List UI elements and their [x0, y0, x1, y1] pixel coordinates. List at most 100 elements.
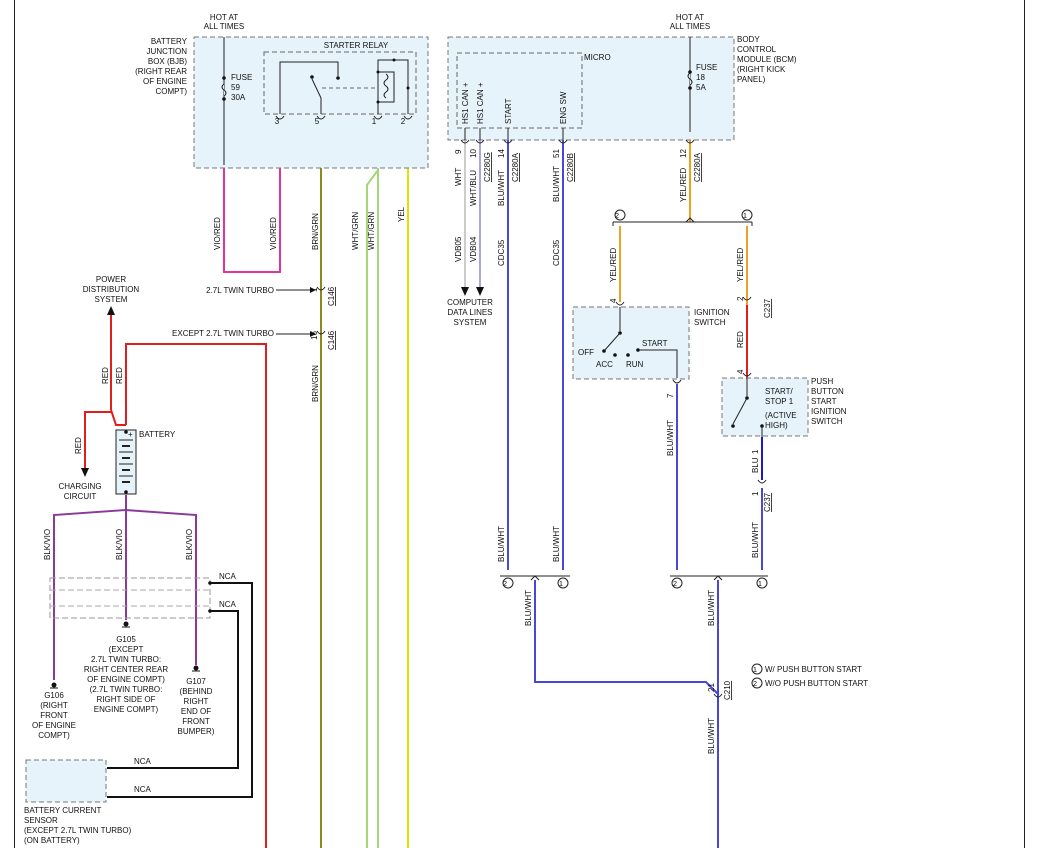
wire-label-brn-grn-2: BRN/GRN	[311, 365, 320, 402]
c146-pin-1: 1	[310, 287, 319, 292]
bjb-label-1: JUNCTION	[147, 47, 188, 56]
g107-1: (BEHIND	[180, 687, 213, 696]
g105-7: ENGINE COMPT)	[94, 705, 159, 714]
wire-label-blu-wht-lower-1: BLU/WHT	[497, 526, 506, 562]
circuit-vdb04: VDB04	[469, 236, 478, 262]
g105-1: (EXCEPT	[109, 645, 144, 654]
legend-1: W/ PUSH BUTTON START	[765, 665, 862, 674]
wire-nca-1	[107, 582, 253, 798]
bcm-fuse-0: FUSE	[696, 63, 717, 72]
micro-label: MICRO	[584, 53, 611, 62]
g105-6: RIGHT SIDE OF	[97, 695, 156, 704]
g105-2: 2.7L TWIN TURBO:	[91, 655, 161, 664]
ign-pin-7: 7	[666, 393, 675, 398]
conn-c146-b: C146	[327, 330, 336, 350]
marker-2-a: 2	[503, 579, 507, 588]
wire-label-red-push: RED	[736, 331, 745, 348]
wire-label-blu-wht-14: BLU/WHT	[497, 170, 506, 206]
push-pin-4: 4	[736, 369, 745, 374]
cdl-2: SYSTEM	[454, 318, 487, 327]
wire-label-yel-red-12: YEL/RED	[679, 168, 688, 202]
g107-4: FRONT	[182, 717, 210, 726]
bcm-signal-eng-sw: ENG SW	[559, 91, 568, 124]
lower-splices	[500, 575, 768, 698]
g106-4: COMPT)	[38, 731, 70, 740]
nca-2: NCA	[219, 600, 237, 609]
wire-label-blu-wht-ign: BLU/WHT	[666, 420, 675, 456]
conn-c210: C210	[723, 680, 732, 700]
wire-label-vio-red-2: VIO/RED	[269, 217, 278, 250]
g105-5: (2.7L TWIN TURBO:	[90, 685, 163, 694]
grounds	[50, 621, 200, 689]
marker-2-b: 2	[673, 579, 677, 588]
pds-2: SYSTEM	[95, 295, 128, 304]
legend-marker-1: 1	[753, 665, 757, 674]
g105-0: G105	[116, 635, 136, 644]
push-switch-0: PUSH	[811, 377, 833, 386]
conn-c2280g: C2280G	[483, 152, 492, 182]
bcm-label-2: MODULE (BCM)	[737, 55, 797, 64]
relay-pin-3: 3	[275, 117, 280, 126]
g106-2: FRONT	[40, 711, 68, 720]
bcm-label-4: PANEL)	[737, 75, 766, 84]
bcm-pin-10: 10	[469, 149, 478, 158]
yel-red-splice	[612, 209, 753, 226]
marker-1-b: 1	[758, 579, 762, 588]
bjb-fuse-2: 30A	[231, 93, 246, 102]
circuit-cdc35-b: CDC35	[552, 239, 561, 266]
wire-nca-2	[107, 610, 239, 769]
wire-label-blk-vio-1: BLK/VIO	[43, 529, 52, 560]
bjb-label-0: BATTERY	[151, 37, 188, 46]
label-except-twin-turbo: EXCEPT 2.7L TWIN TURBO	[172, 329, 274, 338]
pds-0: POWER	[96, 275, 126, 284]
battery-junction-box	[193, 36, 429, 169]
wire-red-bat	[110, 409, 126, 426]
relay-pin-1: 1	[372, 117, 377, 126]
bcm-label-1: CONTROL	[737, 45, 777, 54]
ign-acc: ACC	[596, 360, 613, 369]
hot-at-label-1a: HOT AT	[210, 13, 238, 22]
wire-label-yel: YEL	[397, 206, 406, 222]
wire-label-blk-vio-3: BLK/VIO	[185, 529, 194, 560]
push-pin-1: 1	[751, 449, 760, 454]
ign-start: START	[642, 339, 668, 348]
g106-3: OF ENGINE	[32, 721, 76, 730]
battery-label: BATTERY	[139, 430, 176, 439]
push-inner-2: (ACTIVE	[765, 411, 797, 420]
wire-label-blu-wht-lower-3: BLU/WHT	[524, 590, 533, 626]
legend-2: W/O PUSH BUTTON START	[765, 679, 868, 688]
option-marker-1-top	[741, 209, 753, 221]
push-inner-0: START/	[765, 387, 793, 396]
nca-4: NCA	[134, 785, 152, 794]
nca-3: NCA	[134, 757, 152, 766]
cdl-0: COMPUTER	[447, 298, 493, 307]
bcm-signal-start: START	[504, 98, 513, 124]
bjb-label-2: BOX (BJB)	[148, 57, 187, 66]
bcm-label-3: (RIGHT KICK	[737, 65, 786, 74]
push-inner-1: STOP 1	[765, 397, 794, 406]
relay-pin-2: 2	[401, 117, 406, 126]
push-button-switch	[721, 372, 809, 484]
pds-1: DISTRIBUTION	[83, 285, 140, 294]
wire-blu-wht-lower-left	[534, 580, 719, 695]
bcm-signal-hs1-a: HS1 CAN +	[461, 82, 470, 124]
wire-label-brn-grn-1: BRN/GRN	[311, 213, 320, 250]
circuit-vdb05: VDB05	[454, 236, 463, 262]
c210-pin-21: 21	[707, 683, 716, 692]
marker-1-a: 1	[559, 579, 563, 588]
bcm-fuse-2: 5A	[696, 83, 706, 92]
wire-label-blu-wht-lower-4: BLU/WHT	[707, 590, 716, 626]
battery-plus: +	[128, 430, 133, 439]
bcs-0: BATTERY CURRENT	[24, 806, 101, 815]
bjb-label-5: COMPT)	[155, 87, 187, 96]
starter-relay-title: STARTER RELAY	[324, 41, 389, 50]
bcs-1: SENSOR	[24, 816, 58, 825]
wire-label-blu: BLU	[751, 457, 760, 473]
wire-label-blu-wht-push: BLU/WHT	[751, 522, 760, 558]
wire-label-wht-blu: WHT/BLU	[469, 170, 478, 206]
push-switch-1: BUTTON	[811, 387, 844, 396]
wire-blk-vio-g107	[125, 509, 197, 665]
circuit-cdc35-a: CDC35	[497, 239, 506, 266]
ignition-switch	[572, 301, 690, 384]
ign-pin-4: 4	[609, 298, 618, 303]
